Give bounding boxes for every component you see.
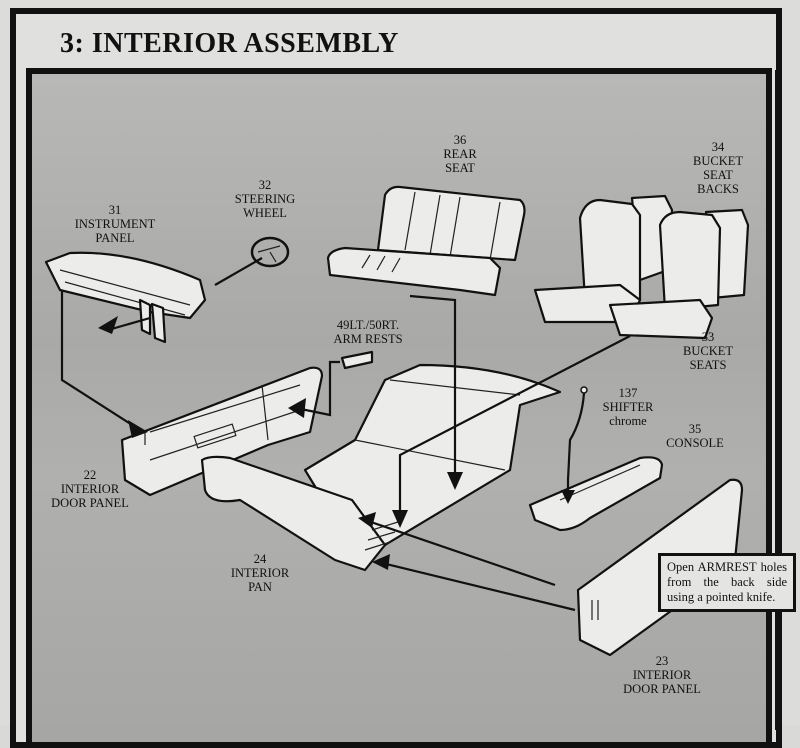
label-console: 35 CONSOLE xyxy=(666,422,724,450)
label-bucket-seat-backs: 34 BUCKET SEAT BACKS xyxy=(693,140,743,196)
interior-pan-drawing xyxy=(200,363,562,572)
section-title: 3: INTERIOR ASSEMBLY xyxy=(60,28,399,59)
label-shifter: 137 SHIFTER chrome xyxy=(602,386,654,428)
label-interior-door-panel-right: 23 INTERIOR DOOR PANEL xyxy=(623,654,701,696)
armrest-note-callout: Open ARMREST holes from the back side us… xyxy=(658,553,796,612)
label-steering-wheel: 32 STEERING WHEEL xyxy=(234,178,296,220)
console-drawing xyxy=(528,456,664,532)
frame-rail xyxy=(775,70,780,730)
label-interior-pan: 24 INTERIOR PAN xyxy=(230,552,290,594)
label-interior-door-panel-left: 22 INTERIOR DOOR PANEL xyxy=(51,468,129,510)
label-bucket-seats: 33 BUCKET SEATS xyxy=(683,330,733,372)
rear-seat-drawing xyxy=(326,185,526,297)
arrowheads xyxy=(98,316,575,570)
instruction-page: 3: INTERIOR ASSEMBLY xyxy=(10,8,796,748)
label-arm-rests: 49LT./50RT. ARM RESTS xyxy=(333,318,403,346)
label-rear-seat: 36 REAR SEAT xyxy=(443,133,477,175)
bucket-seats-drawing xyxy=(533,194,750,340)
instrument-panel-drawing xyxy=(44,251,207,344)
steering-wheel-drawing xyxy=(214,236,290,286)
arm-rest-drawing xyxy=(340,350,374,370)
left-door-panel-drawing xyxy=(120,366,324,497)
shifter-drawing xyxy=(566,386,588,481)
label-instrument-panel: 31 INSTRUMENT PANEL xyxy=(74,203,156,245)
